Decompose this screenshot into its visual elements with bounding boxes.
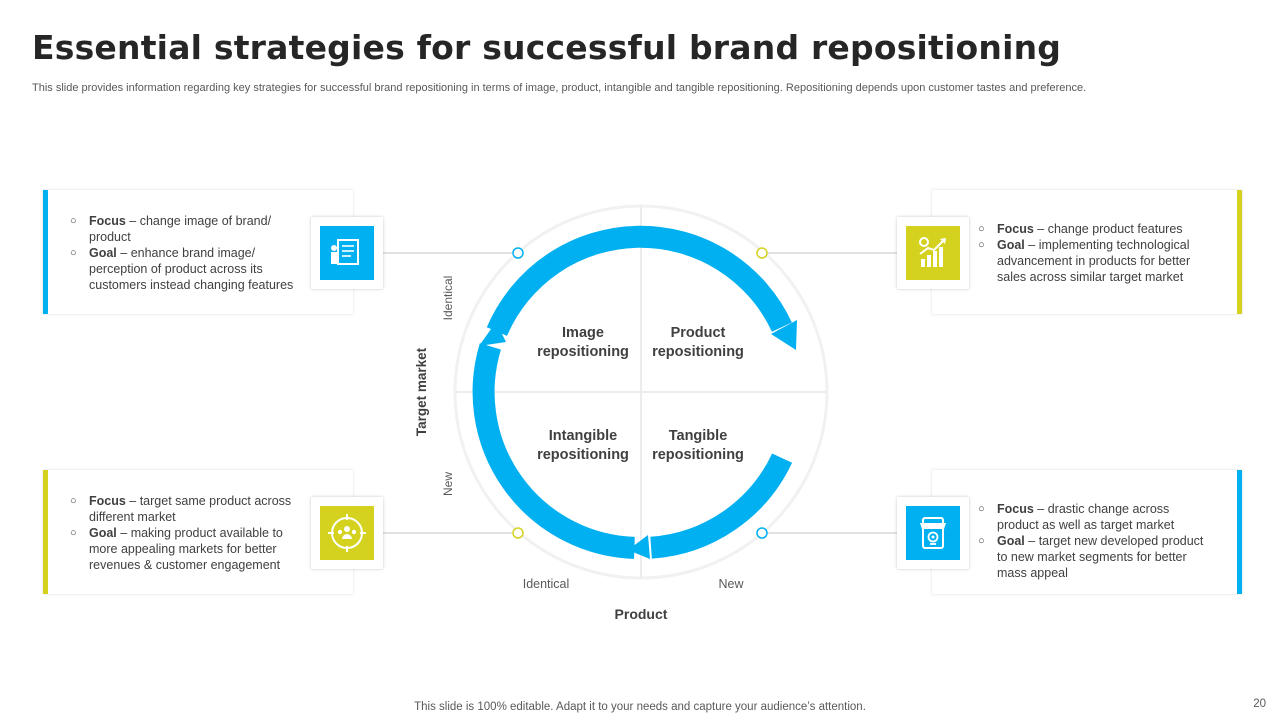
goal-label: Goal: [997, 238, 1025, 252]
ring-arrow-top: [486, 225, 792, 336]
presentation-board-icon-tile: [311, 217, 383, 289]
quadrant-product-line2: repositioning: [652, 344, 744, 360]
dot-bottom-right: [756, 527, 768, 539]
y-axis-label: Target market: [414, 347, 429, 436]
goal-label: Goal: [997, 534, 1025, 548]
strategy-box-intangible: ○Focus – target same product across diff…: [43, 470, 353, 594]
goal-label: Goal: [89, 526, 117, 540]
focus-bullet: ○Focus – drastic change across product a…: [978, 502, 1175, 532]
focus-label: Focus: [89, 494, 126, 508]
footer-note: This slide is 100% editable. Adapt it to…: [414, 701, 866, 713]
focus-bullet: ○Focus – change image of brand/ product: [70, 214, 272, 244]
goal-text: – enhance brand image/ perception of pro…: [89, 246, 294, 292]
growth-chart-icon: [906, 226, 960, 280]
slide-subtitle: This slide provides information regardin…: [32, 82, 1087, 94]
focus-label: Focus: [89, 214, 126, 228]
quadrant-tangible-line2: repositioning: [652, 447, 744, 463]
x-axis-right-label: New: [718, 577, 744, 591]
focus-bullet: ○Focus – change product features: [978, 222, 1183, 236]
dot-top-left: [512, 247, 524, 259]
focus-label: Focus: [997, 502, 1034, 516]
goal-text: – target new developed product to new ma…: [997, 534, 1204, 580]
goal-bullet: ○Goal – making product available to more…: [70, 526, 283, 572]
focus-bullet: ○Focus – target same product across diff…: [70, 494, 292, 524]
goal-label: Goal: [89, 246, 117, 260]
quadrant-image-line2: repositioning: [537, 344, 629, 360]
focus-text: – change product features: [1033, 222, 1183, 236]
strategy-box-image: ○Focus – change image of brand/ product …: [43, 190, 353, 314]
goal-bullet: ○Goal – enhance brand image/ perception …: [70, 246, 294, 292]
quadrant-intangible-line2: repositioning: [537, 447, 629, 463]
online-store-icon: [906, 506, 960, 560]
goal-text: – making product available to more appea…: [89, 526, 283, 572]
ring-arrowhead-bottom: [628, 535, 650, 559]
focus-text: – drastic change across product as well …: [997, 502, 1175, 532]
online-store-icon-tile: [897, 497, 969, 569]
target-audience-icon-tile: [311, 497, 383, 569]
slide-title: Essential strategies for successful bran…: [32, 28, 1062, 67]
quadrant-product-line1: Product: [671, 325, 726, 341]
box-bullets: ○Focus – target same product across diff…: [66, 493, 306, 573]
box-bullets: ○Focus – drastic change across product a…: [974, 501, 1214, 581]
outer-faint-circle: [453, 204, 829, 580]
ring-arrow-bottom-right: [650, 453, 793, 559]
goal-text: – implementing technological advancement…: [997, 238, 1191, 284]
strategy-box-product: ○Focus – change product features ○Goal –…: [932, 190, 1242, 314]
y-axis-bottom-label: New: [441, 472, 455, 496]
presentation-board-icon: [320, 226, 374, 280]
box-bullets: ○Focus – change product features ○Goal –…: [974, 221, 1214, 285]
ring-arrowhead-right: [771, 320, 797, 350]
target-audience-icon: [320, 506, 374, 560]
quadrant-intangible-line1: Intangible: [549, 428, 617, 444]
page-number: 20: [1253, 698, 1266, 710]
goal-bullet: ○Goal – implementing technological advan…: [978, 238, 1191, 284]
focus-text: – target same product across different m…: [89, 494, 292, 524]
growth-chart-icon-tile: [897, 217, 969, 289]
x-axis-left-label: Identical: [523, 577, 570, 591]
strategy-box-tangible: ○Focus – drastic change across product a…: [932, 470, 1242, 594]
x-axis-label: Product: [615, 606, 668, 622]
focus-text: – change image of brand/ product: [89, 214, 272, 244]
quadrant-image-line1: Image: [562, 325, 604, 341]
dot-top-right: [756, 247, 768, 259]
ring-arrow-left: [472, 343, 635, 559]
goal-bullet: ○Goal – target new developed product to …: [978, 534, 1204, 580]
ring-arrowhead-left: [479, 322, 506, 346]
y-axis-top-label: Identical: [441, 276, 455, 321]
box-bullets: ○Focus – change image of brand/ product …: [66, 213, 306, 293]
dot-bottom-left: [512, 527, 524, 539]
quadrant-tangible-line1: Tangible: [669, 428, 728, 444]
focus-label: Focus: [997, 222, 1034, 236]
